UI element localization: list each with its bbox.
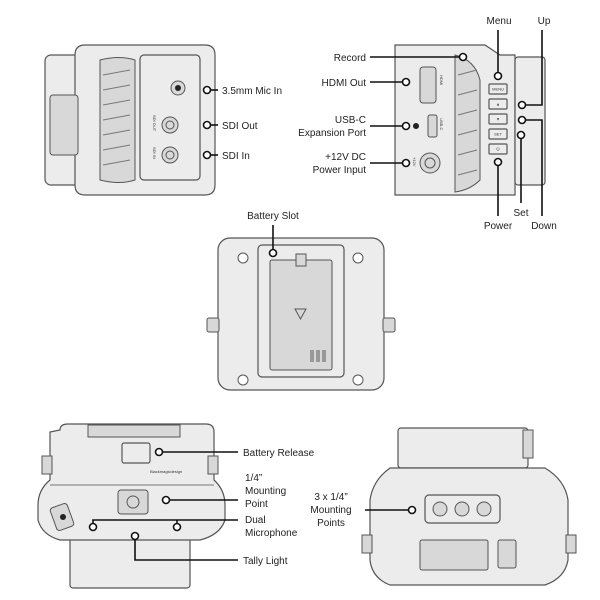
label-usbc-2: Expansion Port bbox=[298, 128, 366, 139]
label-up: Up bbox=[538, 16, 551, 27]
power-button-label: ⏻ bbox=[496, 147, 500, 152]
label-hdmi-out: HDMI Out bbox=[322, 78, 367, 89]
set-button-label: SET bbox=[494, 132, 502, 137]
up-button-label: ▲ bbox=[496, 102, 500, 107]
label-mic-in: 3.5mm Mic In bbox=[222, 86, 282, 97]
down-button-label: ▼ bbox=[496, 117, 500, 122]
label-battery-slot: Battery Slot bbox=[247, 211, 299, 222]
power-button[interactable] bbox=[488, 143, 508, 155]
label-mounts-1: 3 x 1/4” bbox=[314, 492, 347, 503]
label-mount-3: Point bbox=[245, 499, 268, 510]
label-power: Power bbox=[484, 221, 513, 232]
label-mount-1: 1/4” bbox=[245, 473, 262, 484]
usbc-port bbox=[427, 114, 438, 138]
rear-view: Battery Slot bbox=[206, 211, 396, 391]
label-power-in-2: Power Input bbox=[313, 165, 367, 176]
top-view: Blackmagicdesign Battery Release 1/4” Mo… bbox=[37, 423, 315, 589]
bottom-view: 3 x 1/4” Mounting Points bbox=[310, 427, 577, 586]
battery-release-button[interactable] bbox=[121, 442, 151, 464]
mounting-point bbox=[454, 501, 470, 517]
label-menu: Menu bbox=[486, 16, 511, 27]
set-button[interactable] bbox=[488, 128, 508, 140]
label-mic-1: Dual bbox=[245, 515, 266, 526]
mounting-point bbox=[476, 501, 492, 517]
label-mounts-2: Mounting bbox=[310, 505, 351, 516]
port-label: +12V bbox=[412, 157, 417, 167]
down-button[interactable] bbox=[488, 113, 508, 125]
label-down: Down bbox=[531, 221, 557, 232]
label-sdi-out: SDI Out bbox=[222, 121, 258, 132]
port-label: SDI OUT bbox=[152, 115, 157, 132]
label-set: Set bbox=[513, 208, 528, 219]
label-tally-light: Tally Light bbox=[243, 556, 288, 567]
label-mounts-3: Points bbox=[317, 518, 345, 529]
label-usbc-1: USB-C bbox=[335, 115, 366, 126]
brand-logo: Blackmagicdesign bbox=[150, 469, 182, 474]
port-label: HDMI bbox=[439, 75, 444, 85]
label-record: Record bbox=[334, 53, 366, 64]
label-battery-release: Battery Release bbox=[243, 448, 315, 459]
label-power-in-1: +12V DC bbox=[325, 152, 366, 163]
right-side-view: HDMI USB-C +12V MENU ▲ ▼ SET ⏻ Record HD… bbox=[298, 16, 557, 232]
port-label: SDI IN bbox=[152, 147, 157, 159]
hdmi-port bbox=[419, 66, 437, 104]
mounting-point bbox=[126, 495, 140, 509]
label-mount-2: Mounting bbox=[245, 486, 286, 497]
left-side-view: SDI OUT SDI IN 3.5mm Mic In SDI Out SDI … bbox=[44, 44, 282, 196]
port-label: USB-C bbox=[439, 118, 444, 131]
up-button[interactable] bbox=[488, 98, 508, 110]
menu-button[interactable] bbox=[488, 83, 508, 95]
label-mic-2: Microphone bbox=[245, 528, 298, 539]
menu-button-label: MENU bbox=[492, 87, 504, 92]
control-buttons: MENU ▲ ▼ SET ⏻ bbox=[488, 83, 508, 155]
mounting-point bbox=[432, 501, 448, 517]
label-sdi-in: SDI In bbox=[222, 151, 250, 162]
